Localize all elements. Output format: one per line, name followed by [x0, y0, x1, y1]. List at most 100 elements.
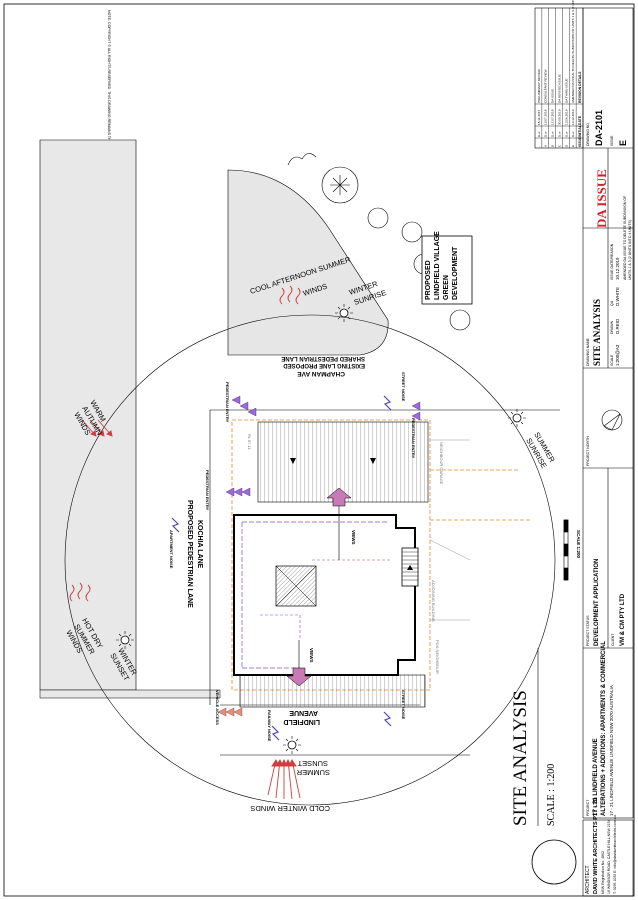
revision-cell: DA ISSUE	[551, 89, 555, 103]
project-status: DEVELOPMENT APPLICATION	[594, 559, 600, 646]
title-circle	[531, 839, 577, 885]
label-kochia-1: KOCHIA LANE	[196, 520, 203, 569]
north-arrow-icon	[601, 409, 623, 431]
label-rail-noise: RAILWAY NOISE	[267, 710, 272, 742]
railway-noise-icon	[271, 725, 280, 741]
street-noise-icon-bottom	[383, 711, 392, 727]
drawn-label: DRAWN	[610, 320, 614, 334]
scale-bar-label: SCALE 1:200	[576, 530, 581, 559]
label-lindfield-2: AVENUE	[289, 709, 318, 716]
drawing-name: SITE ANALYSIS	[592, 299, 602, 366]
plan-scale-text: SCALE : 1:200	[546, 764, 557, 826]
label-village-4: DEVELOPMENT	[452, 246, 459, 300]
page-border	[3, 3, 635, 897]
project-label: PROJECT	[586, 799, 590, 816]
tb-scale: 1:200@A3	[615, 344, 620, 366]
sun-winter-sunrise	[335, 304, 353, 322]
project-addr: 17 - 21 LINDFIELD AVENUE LINDFIELD NSW 2…	[609, 685, 614, 816]
drawn: D.REID	[615, 318, 620, 334]
label-cold-winter: COLD WINTER WINDS	[250, 804, 330, 813]
qa-label: QA	[610, 300, 614, 306]
label-chapman-3: SHARED PEDESTRIAN LANE	[281, 355, 365, 361]
revision-cell: 30.05.2019	[557, 109, 561, 125]
label-views-top: VIEWS	[351, 530, 356, 545]
label-street-noise-bottom: STREET NOISE	[401, 690, 406, 720]
building-strip-bottom	[239, 674, 426, 708]
project-line-1: 17 - 21 LINDFIELD AVENUE	[593, 738, 599, 816]
client: VM & CM PTY LTD	[620, 593, 626, 646]
railway-strip	[39, 689, 221, 699]
revision-cell: CONSULTANT REVIEW	[544, 69, 548, 103]
label-chapman-2: EXISTING LANE PROPOSED	[283, 362, 365, 368]
label-views-bottom: VIEWS	[309, 648, 314, 663]
qa: D.WHITE	[615, 287, 620, 306]
plan-title-text: SITE ANALYSIS	[510, 690, 531, 826]
architect-phone: T: 0295 1092 E: info@davidwhitearchitect…	[613, 815, 617, 894]
revision-cell: D.w	[537, 131, 541, 137]
label-neighbour-garage: NEIGHBOUR GARAGE	[439, 442, 444, 485]
revision-cell: E	[571, 145, 575, 147]
revision-cell: 17.07.2018	[551, 109, 555, 125]
cool-summer-wind-arrows	[279, 285, 301, 305]
pedestrian-entry-arrows-right	[411, 401, 421, 421]
pedestrian-entry-arrows-mid	[225, 487, 251, 497]
sun-path-circle	[64, 314, 556, 806]
cold-winter-wind-arrows	[267, 758, 301, 800]
label-ped-entry-top: PEDESTRIAN ENTRY	[225, 382, 230, 423]
lane-arrow-1	[290, 458, 296, 464]
drawing-no-label: DRAWING NO.	[586, 122, 590, 146]
street-noise-icon-top	[383, 395, 392, 411]
architect-label: ARCHITECT	[585, 865, 591, 894]
label-village-2: LINDFIELD VILLAGE	[434, 231, 441, 300]
label-ped-entry-mid: PEDESTRIAN ENTRY	[205, 470, 210, 511]
revision-cell: D.w	[544, 131, 548, 137]
label-summer-sunset-2: SUNSET	[297, 759, 328, 768]
revision-header-cell: REVISION DETAILS	[578, 71, 582, 103]
project-line-2: ALTERATIONS + ADDITIONS: APARTMENTS & CO…	[601, 641, 607, 816]
scale-bar	[563, 519, 569, 581]
revision-cell: D.w	[571, 131, 575, 137]
revision-cell: PRELIMINARY REVIEW	[537, 69, 541, 103]
building-inner-line	[241, 521, 388, 669]
issue-label: ISSUE	[610, 135, 614, 146]
issue-date: 10.12.2019	[615, 257, 620, 280]
label-village-3: GREEN	[443, 275, 450, 300]
revision-cell: D.w	[551, 131, 555, 137]
architect-firm: DAVID WHITE ARCHITECTS PTY LTD	[593, 797, 599, 894]
architect-reg: NSW Registration No. 4802	[601, 851, 605, 894]
village-label-box	[421, 235, 473, 305]
label-chapman-1: CHAPMAN AVE	[297, 370, 345, 377]
label-ped-entry-right: PEDESTRIAN ENTRY	[411, 418, 416, 459]
neighbour-lines	[429, 439, 471, 621]
label-vehicle-access: VEHICLE ACCESS	[215, 690, 220, 725]
pedestrian-entry-arrows-top	[231, 395, 257, 417]
revision-cell: AMENDED DA ISSUE TO DELETE SUBDIVISION O…	[571, 0, 575, 103]
issue: E	[618, 140, 628, 146]
label-kochia-2: PROPOSED PEDESTRIAN LANE	[186, 500, 193, 608]
revision-cell: D.w	[564, 131, 568, 137]
label-adjoining: ADJOINING BUILDING	[431, 580, 436, 622]
revision-cell: B	[551, 145, 555, 147]
revision-cell: -	[537, 146, 541, 147]
revision-cell: 13.06.2019	[564, 109, 568, 125]
views-arrow-top	[326, 487, 352, 560]
revision-header-cell: ISSUE	[578, 136, 582, 147]
village-green-area	[227, 169, 389, 356]
revision-cell: A	[544, 144, 548, 147]
apartment-noise-icon	[171, 517, 180, 533]
label-summer-sunset: SUMMER	[296, 768, 330, 777]
lane-arrow-2	[370, 458, 376, 464]
title-block	[582, 7, 634, 819]
revision-header-cell: DATE	[578, 115, 582, 125]
sun-winter-sunset	[116, 631, 134, 649]
label-pos: POS NEIGHBOUR	[435, 640, 440, 674]
label-lindfield-1: LINDFIELD	[283, 718, 320, 725]
label-street-noise-top: STREET NOISE	[401, 372, 406, 402]
amend-2: UNITS 1 & 3 (2 UNITS INTO 4 UNITS)	[628, 220, 632, 280]
tb-scale-label: SCALE	[610, 354, 614, 366]
hot-summer-wind-arrows	[69, 582, 91, 602]
revision-cell: 13.07.2018	[544, 109, 548, 125]
views-arrow-bottom	[286, 640, 312, 687]
da-issue-stamp: DA ISSUE	[594, 169, 609, 228]
